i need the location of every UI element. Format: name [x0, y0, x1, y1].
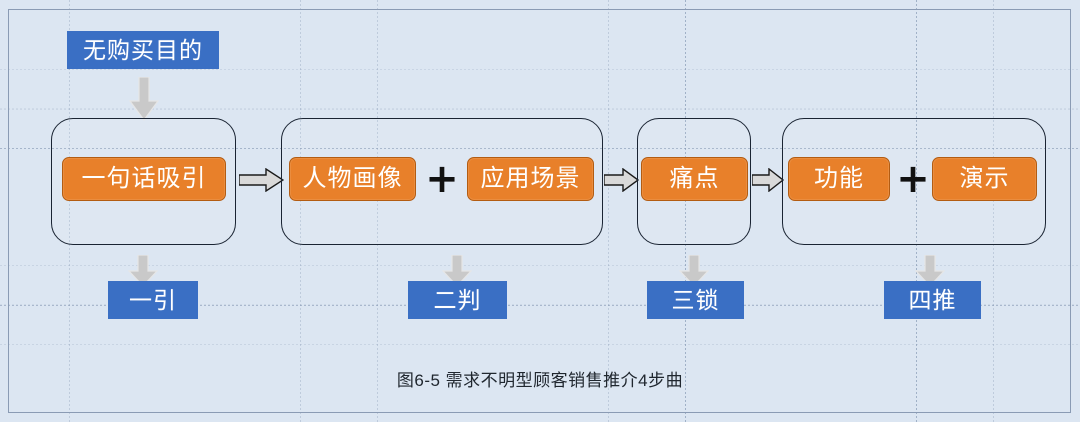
step-3-result-chip[interactable]: 三锁 [647, 281, 744, 319]
connector-arrow-3-to-4 [752, 168, 784, 192]
step-1-down-arrow-icon [128, 255, 158, 287]
step-4-item-1[interactable]: 演示 [932, 157, 1037, 201]
step-2-down-arrow-icon [442, 255, 472, 287]
entry-down-arrow-icon [129, 77, 159, 121]
step-4-down-arrow-icon [915, 255, 945, 287]
step-3-down-arrow-icon [679, 255, 709, 287]
step-4-result-chip[interactable]: 四推 [884, 281, 981, 319]
step-2-item-0[interactable]: 人物画像 [289, 157, 416, 201]
entry-chip-no-purchase-intent[interactable]: 无购买目的 [67, 31, 219, 69]
step-4-item-0[interactable]: 功能 [788, 157, 890, 201]
step-1-result-chip[interactable]: 一引 [108, 281, 198, 319]
figure-caption: 图6-5 需求不明型顾客销售推介4步曲 [396, 371, 684, 390]
step-1-item-0[interactable]: 一句话吸引 [62, 157, 226, 201]
step-4-plus-sign: + [896, 156, 930, 202]
step-2-plus-sign: + [425, 156, 459, 202]
connector-arrow-2-to-3 [604, 168, 639, 192]
step-2-result-chip[interactable]: 二判 [408, 281, 507, 319]
step-3-item-0[interactable]: 痛点 [641, 157, 748, 201]
step-2-item-1[interactable]: 应用场景 [467, 157, 594, 201]
connector-arrow-1-to-2 [239, 168, 284, 192]
